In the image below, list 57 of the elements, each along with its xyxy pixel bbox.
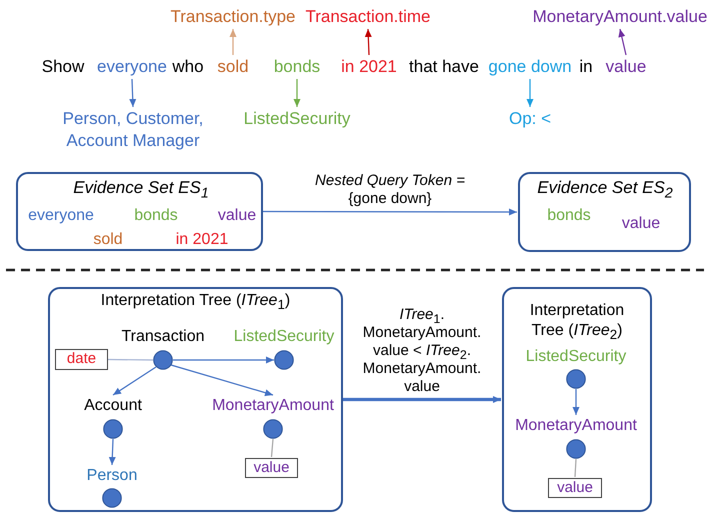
evidence-term: value xyxy=(622,214,660,234)
evidence-term: bonds xyxy=(547,206,591,226)
arrow xyxy=(294,79,300,107)
keyword: everyone xyxy=(95,56,169,78)
evidence-term: value xyxy=(218,206,256,226)
connector-line xyxy=(270,438,274,458)
box-heading: Evidence Set ES$_{1}$ xyxy=(73,178,209,204)
arrow xyxy=(173,356,274,364)
connector-line xyxy=(574,458,577,478)
arrow xyxy=(108,438,116,466)
sentence-word: that have xyxy=(408,56,480,78)
sentence-word: in xyxy=(578,56,594,78)
entity-label: ListedSecurity xyxy=(526,347,626,367)
keyword: sold xyxy=(214,56,252,78)
interpretation-tree-box xyxy=(502,287,652,512)
arrow xyxy=(572,389,580,415)
box-heading: Evidence Set ES$_{2}$ xyxy=(537,178,673,204)
attribute-box: value xyxy=(548,478,602,498)
keyword: bonds xyxy=(270,56,324,78)
connector-line xyxy=(108,358,153,361)
entity-label: Account xyxy=(84,396,142,416)
evidence-term: sold xyxy=(93,230,123,250)
attribute-box: date xyxy=(55,349,108,370)
arrow xyxy=(526,79,534,107)
entity-label: Person xyxy=(86,466,138,486)
evidence-set-box xyxy=(518,172,691,252)
arrow xyxy=(618,28,627,56)
arrow xyxy=(364,28,372,56)
evidence-term: in 2021 xyxy=(176,230,228,250)
keyword: in 2021 xyxy=(337,56,401,78)
sentence-word: who xyxy=(172,56,204,78)
concept-label: MonetaryAmount.value xyxy=(531,6,709,28)
arrow xyxy=(263,208,517,216)
interpretation-tree-box xyxy=(48,287,343,512)
entity-label: Transaction xyxy=(122,327,204,347)
entity-label: MonetaryAmount xyxy=(515,416,637,436)
box-heading: Interpretation Tree (ITree$_{2}$) xyxy=(528,301,626,344)
attribute-box: value xyxy=(245,458,298,478)
arrow xyxy=(129,78,136,108)
arrow xyxy=(343,396,501,403)
concept-label: Person, Customer, Account Manager xyxy=(56,108,210,174)
evidence-term: bonds xyxy=(134,206,178,226)
keyword: gone down xyxy=(484,56,576,78)
arrow xyxy=(230,29,236,55)
entity-label: MonetaryAmount xyxy=(212,396,334,416)
arrow xyxy=(112,366,156,396)
evidence-set-box xyxy=(16,172,263,251)
box-heading: Interpretation Tree (ITree$_{1}$) xyxy=(100,291,292,314)
concept-label: Transaction.time xyxy=(301,6,435,28)
arrow xyxy=(170,364,274,396)
sentence-word: Show xyxy=(40,56,86,78)
concept-label: Transaction.type xyxy=(166,6,300,28)
entity-label: ListedSecurity xyxy=(234,327,334,347)
evidence-term: everyone xyxy=(28,206,94,226)
keyword: value xyxy=(602,56,650,78)
concept-label: ListedSecurity xyxy=(238,108,356,130)
operator-label: Op: < xyxy=(498,108,562,130)
